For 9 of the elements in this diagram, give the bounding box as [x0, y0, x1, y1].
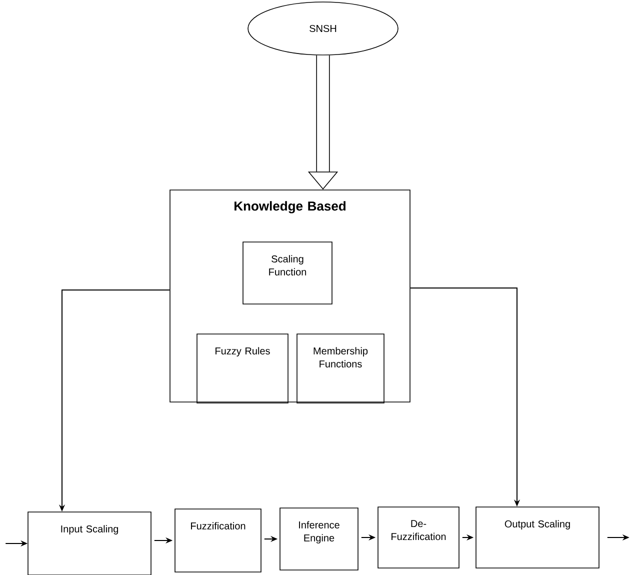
rules-box: Fuzzy Rules — [196, 334, 288, 404]
process-box: Inference Engine — [280, 508, 358, 570]
process-box: Fuzzification — [174, 508, 262, 572]
process-box: De-Fuzzification — [378, 506, 460, 568]
process-box: Output Scaling — [476, 506, 600, 568]
function-box: Membership Functions — [296, 334, 384, 404]
ellipse-node: SNSH — [248, 2, 398, 56]
process-box: Input Scaling — [28, 512, 152, 575]
function-box: Scaling Function — [242, 242, 332, 304]
